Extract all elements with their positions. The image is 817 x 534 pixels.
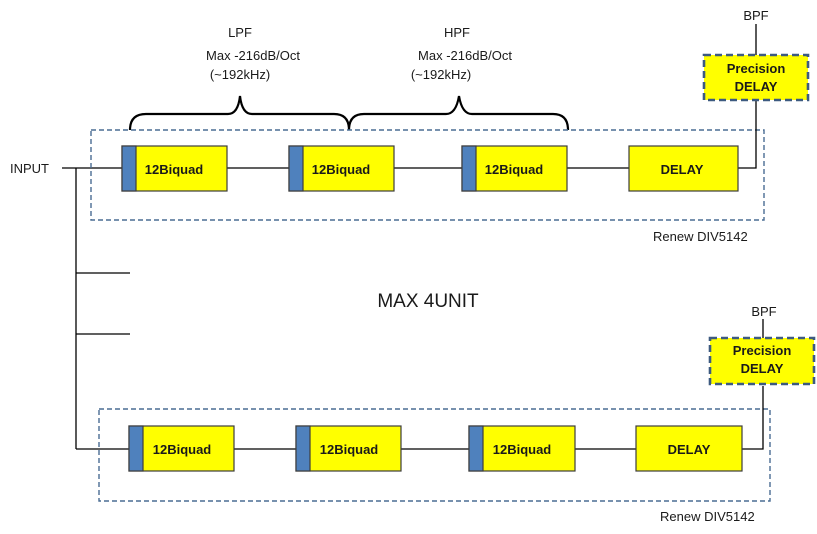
unit1-block-3-label: 12Biquad [485,162,544,177]
unit1-precision-line1: Precision [727,61,786,76]
unit2-block-3-tab [468,425,484,472]
unit1-block-2-label: 12Biquad [312,162,371,177]
unit1-delay-block: DELAY [628,145,739,192]
unit1-precision-delay: Precision DELAY [702,53,810,102]
unit1-output-line [738,98,757,169]
unit2-block-1: 12Biquad [128,425,235,472]
lpf-title: LPF [228,25,252,40]
unit1-block-3-tab [461,145,477,192]
unit2-precision-line1: Precision [733,343,792,358]
unit1-block-2-tab [288,145,304,192]
unit2-block-2-tab [295,425,311,472]
unit1-block-1-tab [121,145,137,192]
unit2-output-line [742,386,764,450]
max-units-label: MAX 4UNIT [377,291,479,312]
unit1-block-2: 12Biquad [288,145,395,192]
unit1-block-1-label: 12Biquad [145,162,204,177]
unit2-block-3: 12Biquad [468,425,576,472]
unit2-block-1-tab [128,425,144,472]
unit2-block-3-label: 12Biquad [493,442,552,457]
unit1-renew-label: Renew DIV5142 [653,229,748,244]
hpf-title: HPF [444,25,470,40]
hpf-frequency-label: (~192kHz) [411,67,471,82]
unit1-delay-label: DELAY [661,162,704,177]
hpf-brace [347,95,570,131]
unit2-block-1-label: 12Biquad [153,442,212,457]
hpf-slope-label: Max -216dB/Oct [418,48,512,63]
unit1-bpf-label: BPF [743,8,768,23]
lpf-frequency-label: (~192kHz) [210,67,270,82]
unit2-precision-line2: DELAY [741,361,784,376]
unit2-precision-delay: Precision DELAY [708,336,816,386]
unit1-precision-line2: DELAY [735,79,778,94]
unit1-block-3: 12Biquad [461,145,568,192]
unit2-delay-block: DELAY [635,425,743,472]
unit2-bpf-label: BPF [751,304,776,319]
unit2-dashed-frame [98,408,771,502]
unit2-block-2: 12Biquad [295,425,402,472]
unit1-block-1: 12Biquad [121,145,228,192]
unit2-renew-label: Renew DIV5142 [660,509,755,524]
lpf-slope-label: Max -216dB/Oct [206,48,300,63]
input-label: INPUT [10,161,49,176]
lpf-brace [128,95,351,131]
unit2-delay-label: DELAY [668,442,711,457]
unit2-block-2-label: 12Biquad [320,442,379,457]
unit1-dashed-frame [90,129,765,221]
